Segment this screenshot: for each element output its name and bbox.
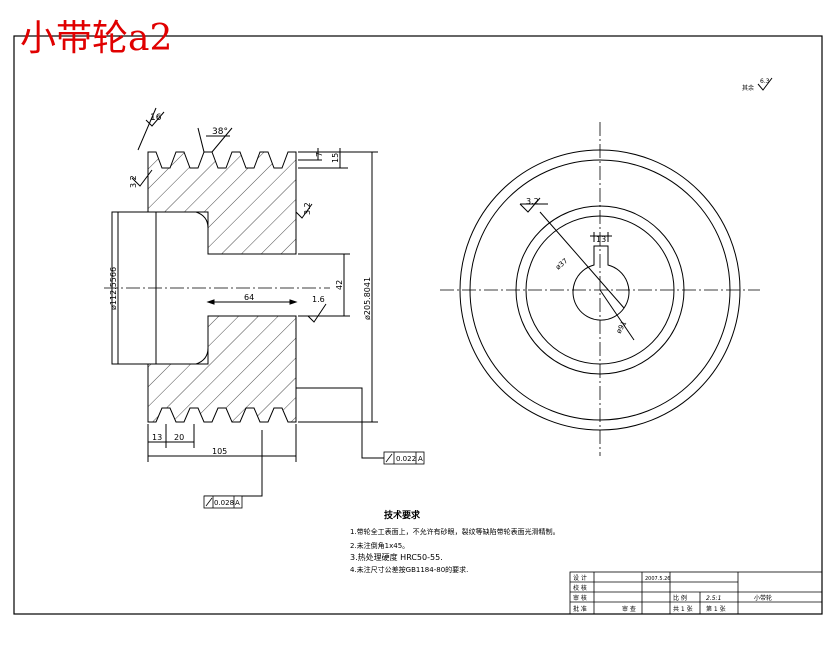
tech-requirements: 技术要求 1.带轮全工表面上，不允许有砂眼，裂纹等缺陷带轮表面光滑精制。 2.未…	[350, 509, 560, 574]
bore-with-keyway	[572, 245, 630, 321]
tb-row-approve: 批 准	[573, 605, 587, 613]
corner-note: 其余	[742, 84, 754, 92]
bottom-dim-20: 20	[174, 433, 184, 442]
left-rough-label: 3.2	[129, 175, 138, 188]
tech-item-1: 1.带轮全工表面上，不允许有砂眼，裂纹等缺陷带轮表面光滑精制。	[350, 527, 560, 536]
tolerance-frame-right: 0.022 A	[383, 451, 425, 465]
tb-scale: 2.5:1	[706, 595, 721, 602]
tb-sheet-no: 第 1 张	[706, 605, 726, 613]
title-block	[569, 571, 823, 615]
right-rough-label: 3.2	[303, 202, 312, 215]
tb-row-check: 校 核	[573, 584, 587, 592]
tol-left-leader	[204, 430, 263, 497]
title-overlay: 小带轮a2	[20, 18, 172, 59]
tol-left-value: 0.028	[214, 499, 234, 507]
tol-right-datum: A	[418, 455, 423, 463]
tb-sheets: 共 1 张	[673, 605, 693, 613]
bottom-dim-13: 13	[152, 433, 162, 442]
tb-row-review: 审 核	[573, 594, 587, 602]
outer-frame	[13, 35, 823, 615]
upper-section-outline	[147, 151, 297, 255]
tol-right-value: 0.022	[396, 455, 416, 463]
pulley-section-view	[104, 107, 384, 497]
title-block-text: 设 计 校 核 审 核 批 准 2007.5.26 比 例 2.5:1 小带轮 …	[573, 574, 772, 613]
right-view-labels: 3.2 13 ø37 ø91 其余 6.3	[526, 78, 770, 335]
groove-circle	[469, 159, 731, 421]
hub-rough-label: 1.6	[312, 295, 325, 304]
hub-ring-label: ø91	[615, 320, 629, 335]
angle-rough-symbol	[145, 111, 165, 127]
tech-item-2: 2.未注倒角1x45。	[350, 541, 409, 550]
dim-15-label: 15	[331, 153, 340, 163]
hub-length-label: 64	[244, 293, 254, 302]
left-view-labels: 16 38° 7 15 3.2 3.2 ø112.5566 ø205.8041 …	[109, 113, 372, 456]
angle-label: 16	[150, 113, 162, 123]
groove-angle-label: 38°	[212, 127, 228, 137]
left-rough-symbol	[131, 169, 153, 187]
outer-diameter-label: ø205.8041	[363, 277, 372, 320]
end-rough-label: 3.2	[526, 197, 539, 206]
tech-item-4: 4.未注尺寸公差按GB1184-80的要求.	[350, 565, 468, 574]
lower-hatch	[148, 316, 296, 422]
tb-part-name: 小带轮	[754, 594, 772, 602]
bore-leader	[539, 211, 625, 309]
bore-label: ø37	[554, 257, 569, 272]
end-rough-symbol	[519, 197, 541, 213]
keyway-label: 13	[596, 235, 606, 244]
hub-rough-symbol	[307, 303, 327, 323]
tech-heading: 技术要求	[384, 509, 421, 521]
tech-item-3: 3.热处理硬度 HRC50-55.	[350, 552, 443, 562]
bore-fillet-bottom	[195, 347, 209, 365]
tb-drawing-no: 2007.5.26	[645, 576, 670, 582]
web-circle	[515, 205, 685, 375]
lower-section-outline	[147, 315, 297, 423]
hub-ring-leader	[599, 289, 635, 341]
tb-approval: 审 查	[622, 605, 636, 613]
corner-rough-symbol	[757, 77, 773, 91]
right-rough-symbol	[295, 203, 313, 219]
bore-diameter-label: ø112.5566	[109, 267, 118, 310]
corner-rough-label: 6.3	[760, 78, 770, 85]
tol-left-datum: A	[235, 499, 240, 507]
tolerance-frame-left: 0.028 A	[203, 495, 243, 509]
tol-right-leader	[296, 387, 384, 459]
outer-circle	[459, 149, 741, 431]
hub-dim-label: 42	[335, 280, 344, 290]
tb-row-design: 设 计	[573, 574, 587, 582]
bore-fillet-top	[195, 211, 209, 229]
total-width-label: 105	[212, 447, 227, 456]
dim-7-label: 7	[315, 152, 324, 157]
tb-scale-label: 比 例	[673, 594, 687, 602]
pulley-end-view	[440, 77, 773, 456]
hub-circle	[525, 215, 675, 365]
angle-leader	[137, 107, 157, 151]
upper-hatch	[148, 152, 296, 254]
